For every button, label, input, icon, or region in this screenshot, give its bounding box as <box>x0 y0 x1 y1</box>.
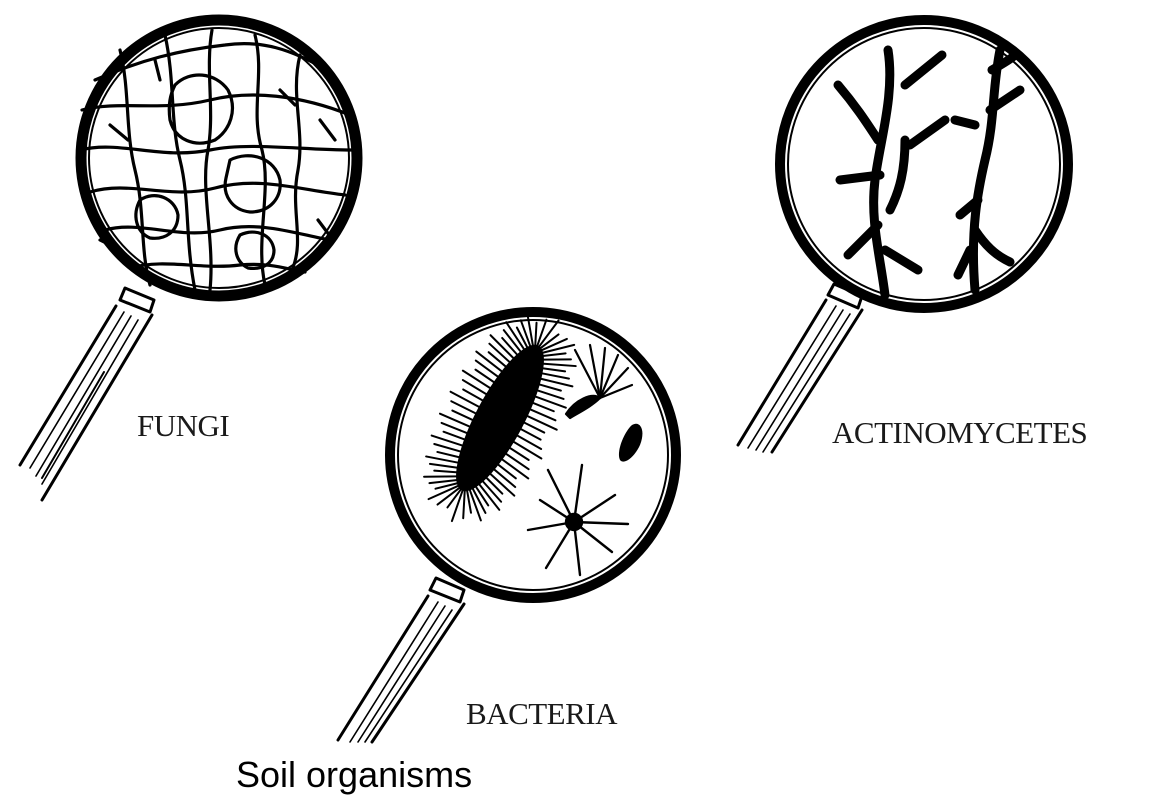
rod-bacterium-cilium <box>495 470 516 487</box>
rod-bacterium-cilium <box>452 411 472 420</box>
rod-bacterium-cilium <box>463 371 490 388</box>
flagellated-bacterium <box>566 345 632 418</box>
fungi-label: FUNGI <box>137 410 229 441</box>
small-bacterium <box>619 424 643 462</box>
rod-bacterium-cilium <box>429 480 456 483</box>
rod-bacterium-cilium <box>502 460 528 479</box>
rod-bacterium-cilium <box>434 444 460 451</box>
bacteria-magnifier <box>338 312 676 742</box>
rod-bacterium-cilium <box>489 344 509 362</box>
rod-bacterium-cilium <box>502 338 517 354</box>
actinomycetes-lens <box>780 20 1068 308</box>
actinomycetes-magnifier <box>738 20 1068 452</box>
rod-bacterium-cilium <box>476 361 498 377</box>
rod-bacterium-cilium <box>426 456 457 462</box>
rod-bacterium-cilium <box>525 423 545 433</box>
rod-bacterium-cilium <box>430 464 457 468</box>
actinomycetes-label: ACTINOMYCETES <box>832 417 1087 448</box>
rod-bacterium-cilium <box>514 442 541 459</box>
rod-bacterium-cilium <box>437 452 458 457</box>
rod-bacterium-cilium <box>476 487 488 505</box>
rod-bacterium-cilium <box>535 323 536 345</box>
rod-bacterium-cilium <box>544 353 566 355</box>
rod-bacterium-cilium <box>540 385 561 391</box>
rod-bacterium-cilium <box>543 345 574 353</box>
star-bacterium <box>528 465 628 575</box>
rod-bacterium-cilium <box>544 364 576 366</box>
rod-bacterium-cilium <box>538 391 564 399</box>
rod-bacterium-cilium <box>533 403 553 411</box>
figure-caption: Soil organisms <box>236 757 472 793</box>
actinomycetes-filaments <box>838 50 1020 295</box>
bacteria-handle <box>338 578 464 742</box>
rod-bacterium-cilium <box>541 379 572 387</box>
rod-bacterium-cilium <box>451 392 479 407</box>
rod-bacterium-cilium <box>434 471 456 473</box>
fungi-handle <box>20 288 154 500</box>
rod-bacterium-cilium <box>521 429 540 439</box>
rod-bacterium-cilium <box>543 368 565 371</box>
rod-bacterium-cilium <box>476 352 501 372</box>
rod-bacterium-cilium <box>444 432 465 440</box>
rod-bacterium-cilium <box>487 478 503 494</box>
bacteria-label: BACTERIA <box>466 698 617 729</box>
rod-bacterium-cilium <box>506 454 528 469</box>
rod-bacterium-cilium <box>463 491 464 518</box>
rod-bacterium-cilium <box>542 373 569 378</box>
